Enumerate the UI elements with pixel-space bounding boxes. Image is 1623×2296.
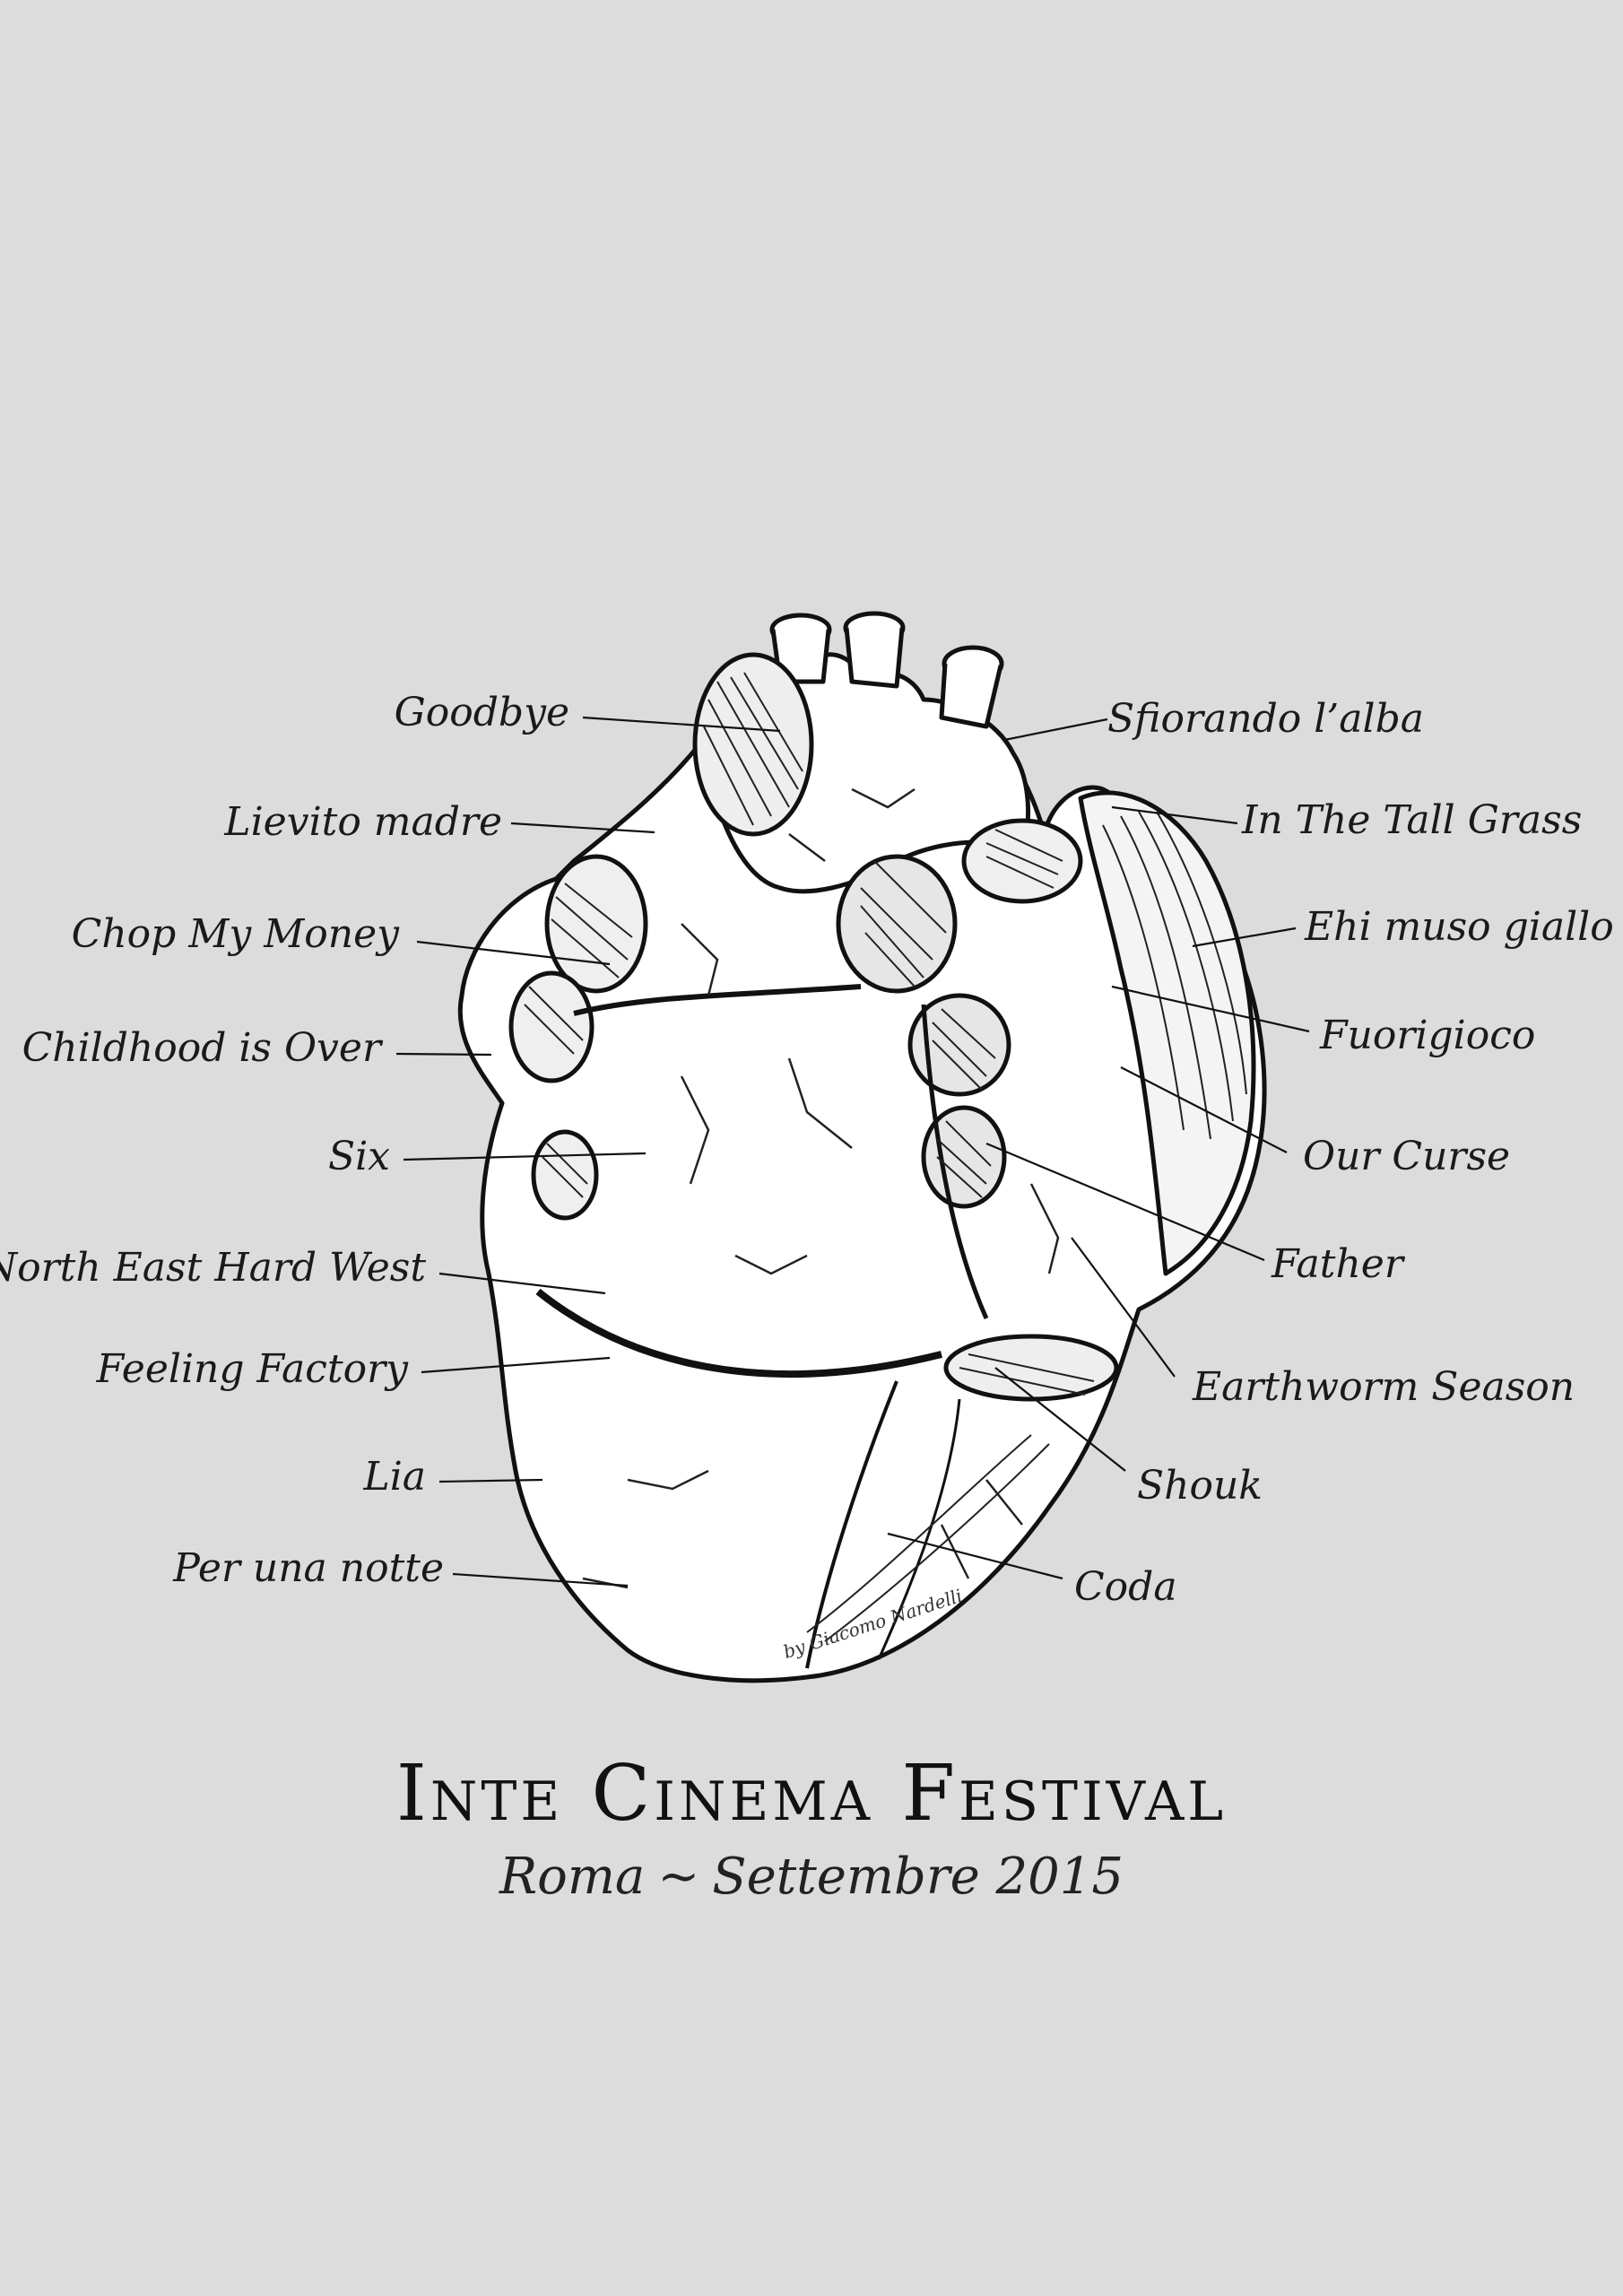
leader-north-east-hard-west bbox=[438, 1272, 606, 1295]
swash-ornament: ~ bbox=[657, 1848, 700, 1906]
label-north-east-hard-west: North East Hard West bbox=[0, 1245, 426, 1291]
leader-lievito-madre bbox=[510, 822, 655, 834]
label-feeling-factory: Feeling Factory bbox=[96, 1346, 408, 1392]
leader-father bbox=[985, 1142, 1265, 1262]
label-our-curse: Our Curse bbox=[1303, 1134, 1511, 1179]
leader-coda bbox=[887, 1532, 1063, 1580]
label-sfiorando-lalba: Sfiorando l’alba bbox=[1107, 696, 1424, 742]
leader-sfiorando-lalba bbox=[1003, 718, 1108, 742]
label-six: Six bbox=[327, 1134, 390, 1179]
leader-shouk bbox=[994, 1367, 1126, 1472]
leader-ehi-muso-giallo bbox=[1192, 926, 1297, 948]
label-earthworm-season: Earthworm Season bbox=[1193, 1364, 1575, 1410]
leader-chop-my-money bbox=[416, 940, 611, 966]
leader-childhood-is-over bbox=[395, 1052, 492, 1057]
label-shouk: Shouk bbox=[1137, 1463, 1263, 1509]
leader-goodbye bbox=[582, 716, 781, 733]
label-childhood-is-over: Childhood is Over bbox=[22, 1025, 381, 1071]
leader-per-una-notte bbox=[452, 1572, 629, 1587]
label-goodbye: Goodbye bbox=[394, 690, 569, 735]
label-chop-my-money: Chop My Money bbox=[71, 911, 399, 957]
leader-lia bbox=[438, 1478, 543, 1483]
label-ehi-muso-giallo: Ehi muso giallo bbox=[1305, 904, 1614, 950]
leader-earthworm-season bbox=[1071, 1237, 1176, 1378]
leader-six bbox=[403, 1152, 647, 1161]
label-coda: Coda bbox=[1074, 1564, 1177, 1610]
label-father: Father bbox=[1271, 1241, 1403, 1287]
label-in-the-tall-grass: In The Tall Grass bbox=[1242, 797, 1583, 843]
leader-our-curse bbox=[1120, 1066, 1288, 1153]
leader-feeling-factory bbox=[421, 1356, 611, 1374]
subtitle-city: Roma bbox=[499, 1848, 646, 1906]
festival-title: Inte Cinema Festival bbox=[395, 1749, 1228, 1839]
festival-subtitle: Roma~Settembre 2015 bbox=[0, 1848, 1623, 1906]
leader-fuorigioco bbox=[1111, 985, 1310, 1033]
subtitle-date: Settembre 2015 bbox=[712, 1848, 1124, 1906]
label-lia: Lia bbox=[363, 1454, 426, 1500]
label-fuorigioco: Fuorigioco bbox=[1320, 1013, 1536, 1058]
leader-in-the-tall-grass bbox=[1111, 805, 1238, 825]
label-lievito-madre: Lievito madre bbox=[224, 799, 502, 845]
label-per-una-notte: Per una notte bbox=[173, 1545, 444, 1591]
